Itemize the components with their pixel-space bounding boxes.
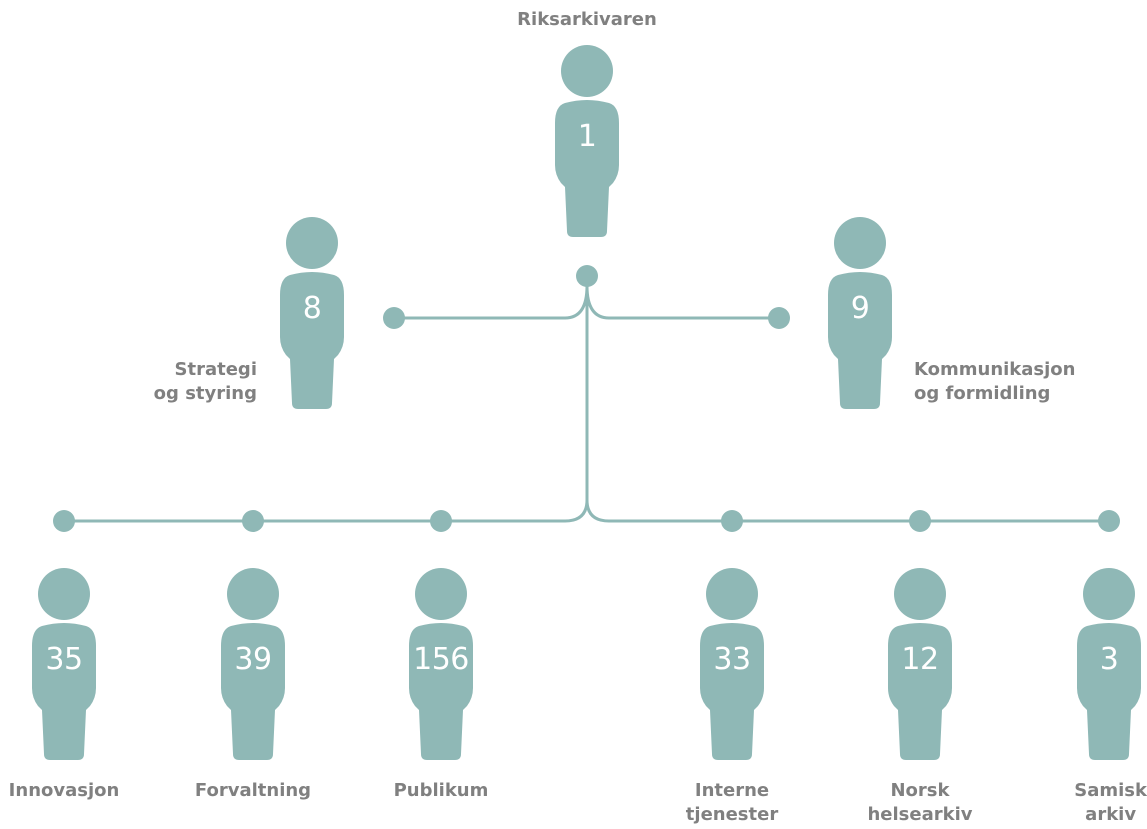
dept-label-publikum-line1: Publikum: [393, 780, 489, 801]
dept-label-forvaltning-line1: Forvaltning: [194, 780, 312, 801]
dept-label-samisk-arkiv: Samisk arkiv: [1074, 779, 1147, 827]
dept-count-samisk-arkiv: 3: [1099, 642, 1119, 677]
dept-person-interne-tjenester: 33: [692, 568, 772, 768]
person-icon: [555, 45, 619, 237]
junction-dot-kommunikasjon: [768, 307, 790, 329]
dept-label-helsearkiv-line1: Norsk: [890, 780, 950, 801]
dept-count-interne-tjenester: 33: [713, 642, 751, 677]
staff-label-kommunikasjon-line1: Kommunikasjon: [914, 359, 1076, 380]
dept-label-interne-tjenester: Interne tjenester: [686, 779, 778, 827]
dept-person-samisk-arkiv: 3: [1069, 568, 1147, 768]
dept-count-norsk-helsearkiv: 12: [901, 642, 939, 677]
person-icon: [32, 568, 96, 760]
dept-branch-left: [64, 499, 589, 523]
staff-count-strategi: 8: [302, 291, 322, 326]
root-label: Riksarkivaren: [517, 9, 657, 30]
root-person: 1: [547, 45, 627, 245]
staff-branch-right: [585, 285, 779, 320]
person-icon: [1077, 568, 1141, 760]
junction-dot-top: [576, 265, 598, 287]
dept-label-innovasjon: Innovasjon: [9, 779, 120, 803]
junction-dot-samisk: [1098, 510, 1120, 532]
person-icon: [221, 568, 285, 760]
dept-label-norsk-helsearkiv: Norsk helsearkiv: [867, 779, 972, 827]
dept-person-norsk-helsearkiv: 12: [880, 568, 960, 768]
staff-label-strategi-line2: og styring: [153, 383, 257, 404]
staff-label-strategi: Strategi og styring: [154, 358, 257, 406]
junction-dot-interne: [721, 510, 743, 532]
dept-label-interne-line1: Interne: [694, 780, 770, 801]
junction-dot-publikum: [430, 510, 452, 532]
dept-label-interne-line2: tjenester: [685, 804, 779, 825]
staff-label-strategi-line1: Strategi: [174, 359, 257, 380]
dept-person-forvaltning: 39: [213, 568, 293, 768]
dept-person-innovasjon: 35: [24, 568, 104, 768]
staff-person-kommunikasjon: 9: [820, 217, 900, 417]
staff-branch-left: [394, 285, 589, 320]
staff-count-kommunikasjon: 9: [850, 291, 870, 326]
dept-label-samisk-line1: Samisk: [1074, 780, 1147, 801]
dept-branch-right: [585, 499, 1109, 523]
person-icon: [280, 217, 344, 409]
junction-dot-innovasjon: [53, 510, 75, 532]
root-count: 1: [577, 119, 597, 154]
staff-person-strategi: 8: [272, 217, 352, 417]
junction-dot-forvaltning: [242, 510, 264, 532]
junction-dot-strategi: [383, 307, 405, 329]
dept-person-publikum: 156: [401, 568, 481, 768]
dept-label-innovasjon-line1: Innovasjon: [8, 780, 120, 801]
dept-label-forvaltning: Forvaltning: [195, 779, 311, 803]
person-icon: [888, 568, 952, 760]
dept-count-innovasjon: 35: [45, 642, 83, 677]
staff-label-kommunikasjon-line2: og formidling: [914, 383, 1051, 404]
dept-label-helsearkiv-line2: helsearkiv: [867, 804, 973, 825]
staff-label-kommunikasjon: Kommunikasjon og formidling: [914, 358, 1076, 406]
dept-count-publikum: 156: [413, 642, 469, 677]
dept-count-forvaltning: 39: [234, 642, 272, 677]
junction-dot-helsearkiv: [909, 510, 931, 532]
person-icon: [828, 217, 892, 409]
person-icon: [700, 568, 764, 760]
person-icon: [409, 568, 473, 760]
dept-label-publikum: Publikum: [394, 779, 489, 803]
dept-label-samisk-line2: arkiv: [1085, 804, 1137, 825]
